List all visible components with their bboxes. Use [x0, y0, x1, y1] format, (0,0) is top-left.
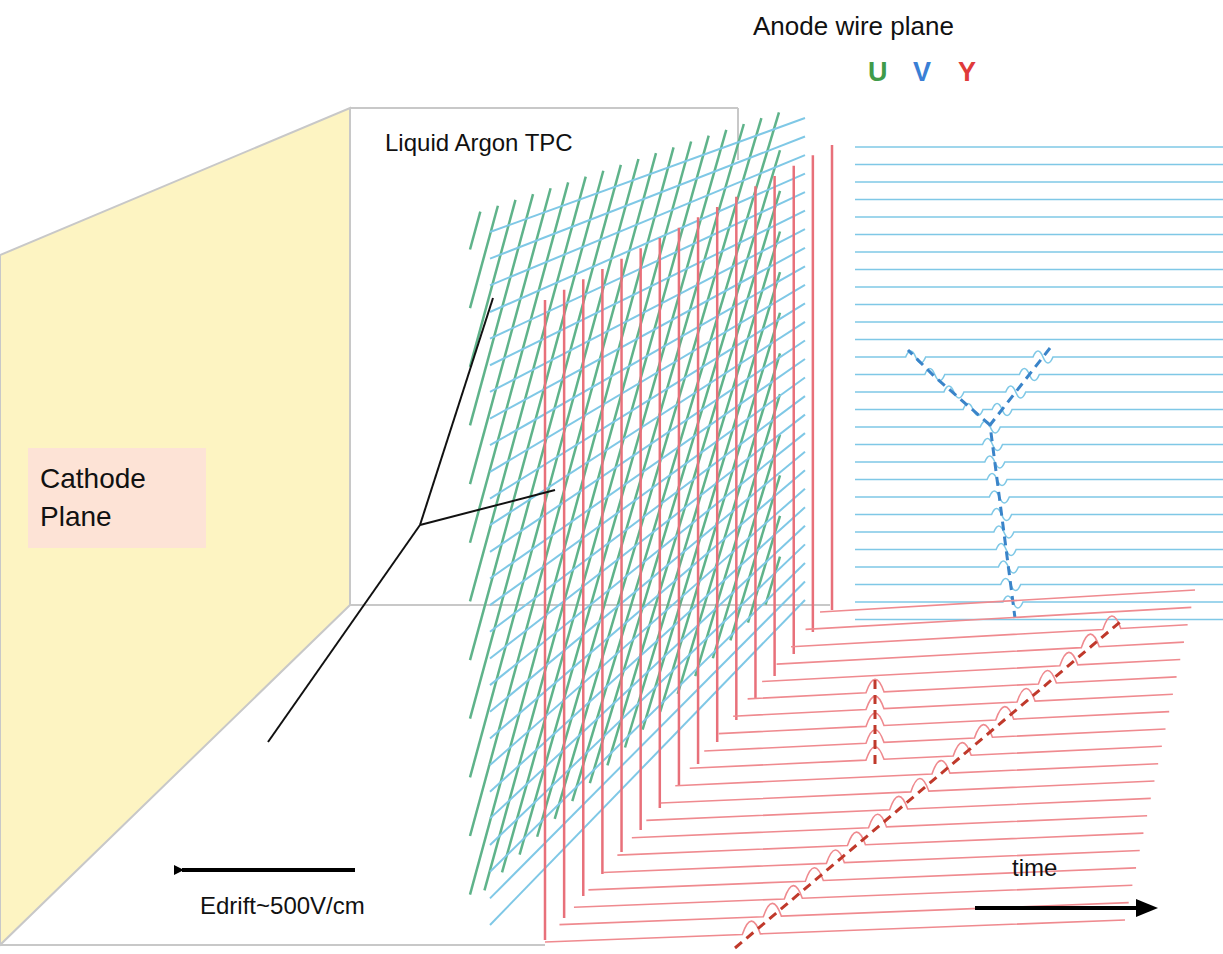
cathode-plane: [0, 108, 350, 945]
axis-label: time: [1012, 855, 1057, 881]
label-box: Cathode Plane: [28, 448, 206, 548]
box-edge: [737, 108, 739, 160]
box-edge: [0, 944, 545, 946]
y-wire-plane: [545, 145, 832, 940]
plane-title: Anode wire plane: [753, 12, 954, 41]
wire-signals: [545, 147, 1223, 948]
box-edge: [350, 107, 738, 109]
drift-field-arrow: [182, 868, 355, 872]
plane-letter: Y: [958, 58, 976, 88]
plane-letter: U: [868, 58, 888, 88]
plane-letter: V: [913, 58, 931, 88]
v-wire-plane: [490, 118, 805, 925]
particle-track: [268, 298, 555, 742]
detector-label: Liquid Argon TPC: [385, 130, 573, 156]
time-arrow-head: [1136, 899, 1158, 917]
time-arrow: [975, 906, 1140, 910]
field-label: Edrift~500V/cm: [200, 893, 365, 919]
node-text: Cathode Plane: [40, 460, 194, 536]
wire-planes: [470, 112, 832, 940]
